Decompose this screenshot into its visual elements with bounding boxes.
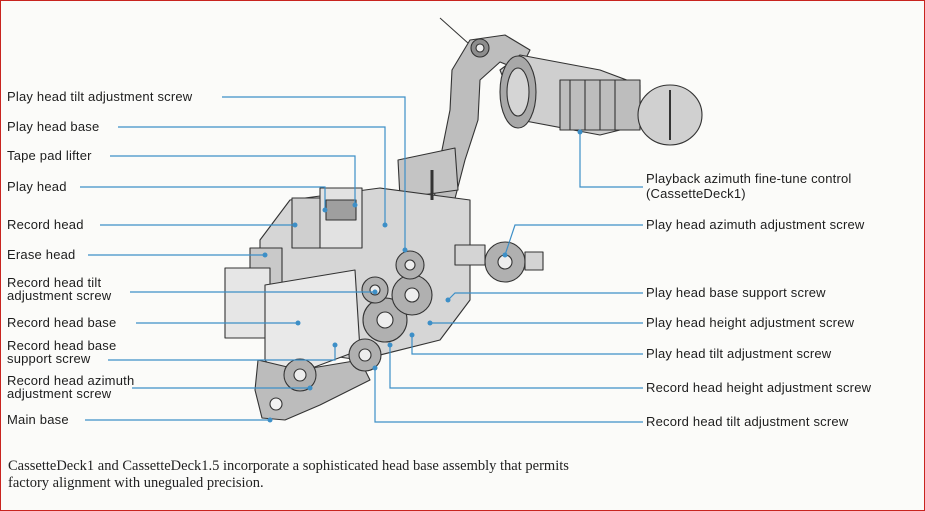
label-play-head-height-screw: Play head height adjustment screw <box>646 315 855 330</box>
leader-play-head-tilt-screw <box>222 96 406 250</box>
label-play-head-tilt-screw-right: Play head tilt adjustment screw <box>646 346 832 361</box>
label-record-head-base-support-2: support screw <box>7 351 91 366</box>
label-play-head-azimuth-screw: Play head azimuth adjustment screw <box>646 217 865 232</box>
leader-play-head-azimuth-screw <box>504 224 643 256</box>
label-play-head-base: Play head base <box>7 119 99 134</box>
label-record-head-azimuth-2: adjustment screw <box>7 386 112 401</box>
label-record-head-height-screw: Record head height adjustment screw <box>646 380 872 395</box>
mechanism-illustration <box>224 17 703 421</box>
label-tape-pad-lifter: Tape pad lifter <box>7 148 92 163</box>
leader-play-head-base <box>118 126 386 225</box>
leader-lines <box>80 96 643 423</box>
leader-record-head-height-screw <box>389 345 643 389</box>
leader-play-head-base-support-screw <box>447 292 643 301</box>
leader-record-head-tilt-screw-right <box>374 368 643 423</box>
leader-record-head-base-support <box>108 345 336 361</box>
label-playback-azimuth-1: Playback azimuth fine-tune control <box>646 171 852 186</box>
leader-play-head-tilt-screw-right <box>411 335 643 355</box>
label-record-head-base: Record head base <box>7 315 116 330</box>
caption-line-2: factory alignment with unegualed precisi… <box>8 475 264 491</box>
labels-right: Playback azimuth fine-tune control (Cass… <box>646 171 872 429</box>
leader-play-head <box>80 186 326 210</box>
label-play-head-tilt-screw: Play head tilt adjustment screw <box>7 89 193 104</box>
figure-caption: CassetteDeck1 and CassetteDeck1.5 incorp… <box>8 458 648 492</box>
label-play-head-base-support-screw: Play head base support screw <box>646 285 826 300</box>
caption-line-1: CassetteDeck1 and CassetteDeck1.5 incorp… <box>8 458 569 474</box>
label-record-head-tilt-2: adjustment screw <box>7 288 112 303</box>
label-play-head: Play head <box>7 179 67 194</box>
label-record-head-tilt-screw-right: Record head tilt adjustment screw <box>646 414 849 429</box>
label-erase-head: Erase head <box>7 247 76 262</box>
label-record-head-base-support-1: Record head base <box>7 338 116 353</box>
leader-playback-azimuth <box>579 132 643 188</box>
label-record-head-azimuth-1: Record head azimuth <box>7 373 134 388</box>
label-record-head: Record head <box>7 217 84 232</box>
label-main-base: Main base <box>7 412 69 427</box>
label-record-head-tilt-1: Record head tilt <box>7 275 101 290</box>
leader-tape-pad-lifter <box>110 155 356 205</box>
label-playback-azimuth-2: (CassetteDeck1) <box>646 186 746 201</box>
labels-left: Play head tilt adjustment screw Play hea… <box>7 89 193 427</box>
